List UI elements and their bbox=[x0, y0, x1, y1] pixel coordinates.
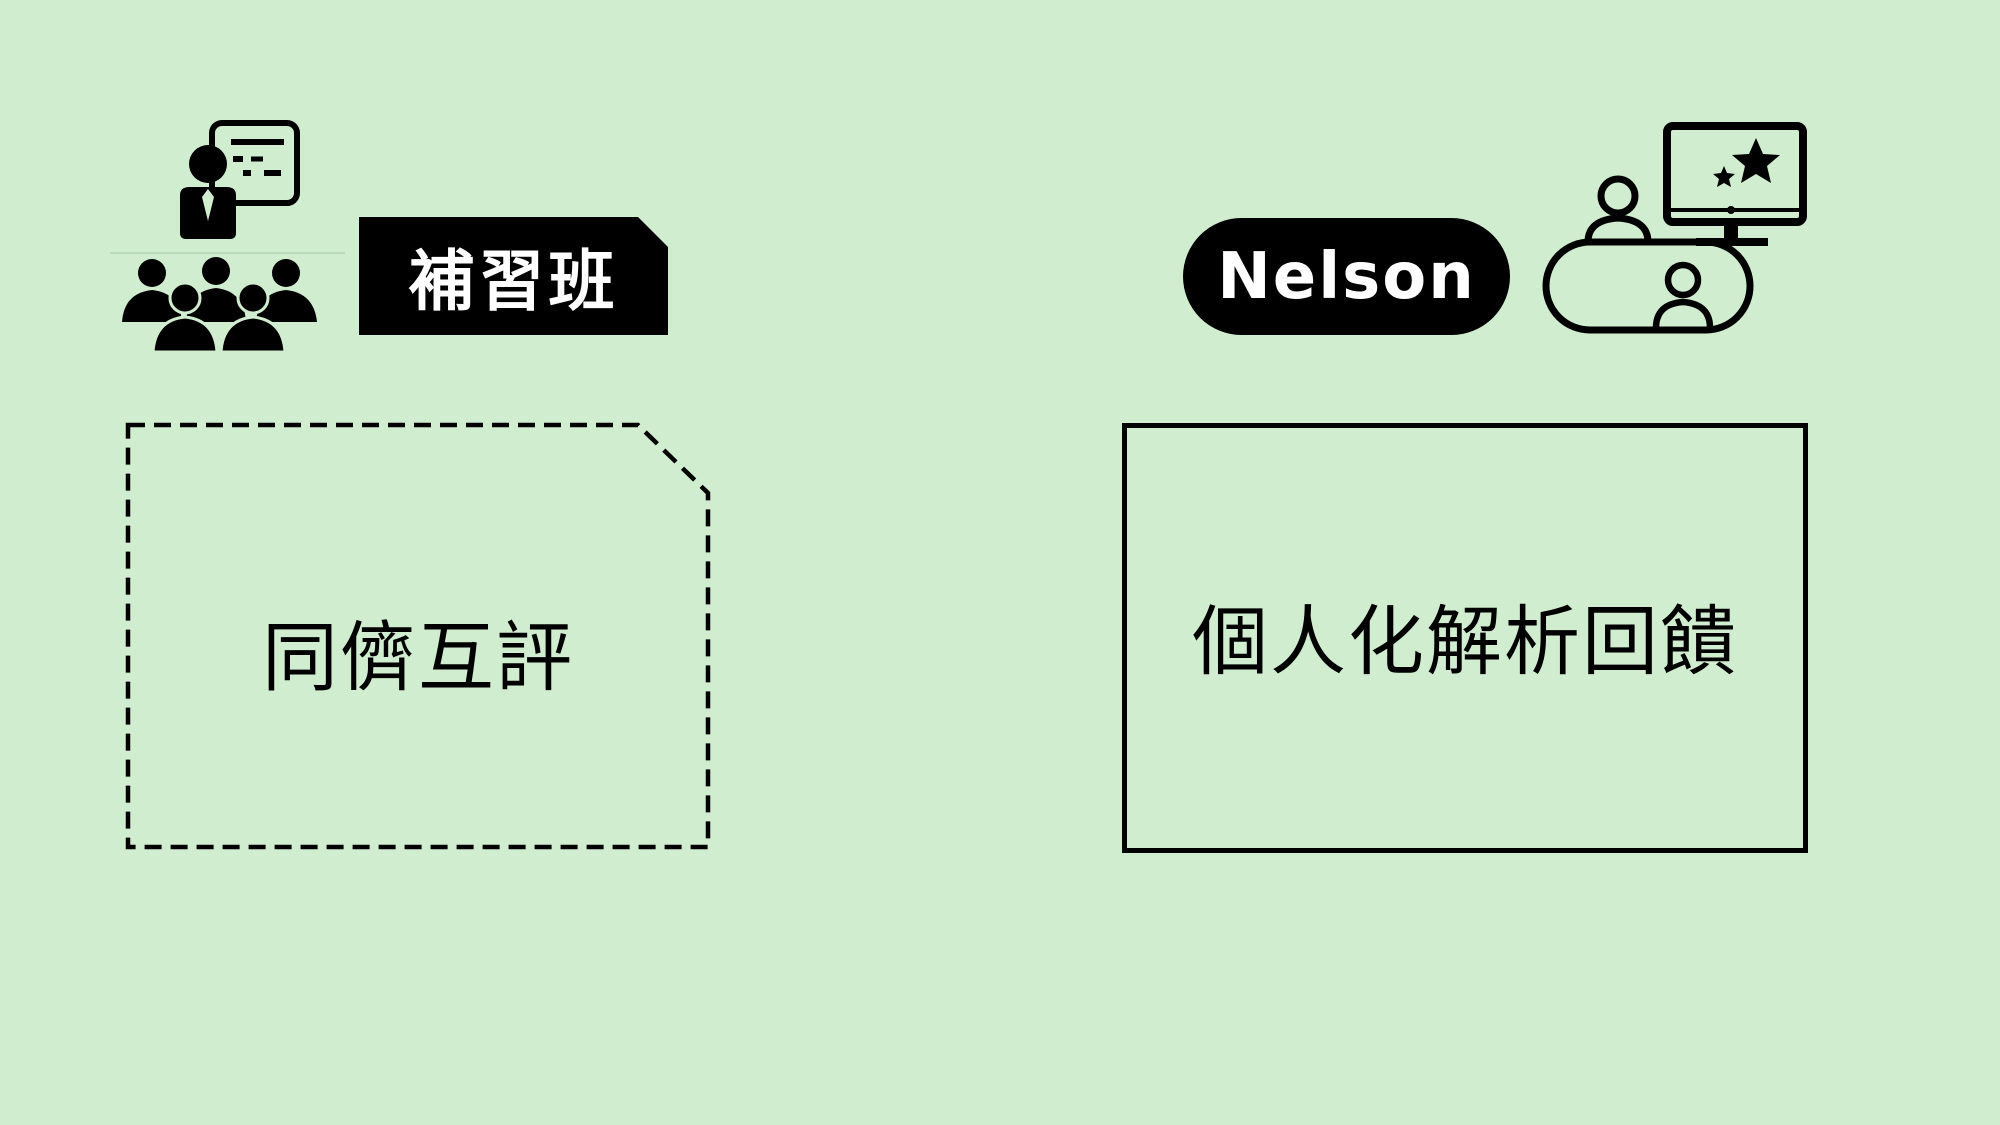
online-tutoring-monitor-icon bbox=[1540, 120, 1810, 340]
dashed-box bbox=[125, 422, 711, 850]
tag-label: 補習班 bbox=[408, 243, 619, 320]
nelson-pill: Nelson bbox=[1183, 218, 1510, 335]
personalized-feedback-text: 個人化解析回饋 bbox=[1192, 597, 1738, 686]
peer-review-text: 同儕互評 bbox=[262, 613, 574, 702]
tag-shape bbox=[359, 217, 668, 335]
solid-box bbox=[1122, 423, 1808, 853]
classroom-teacher-students-icon bbox=[110, 115, 345, 355]
